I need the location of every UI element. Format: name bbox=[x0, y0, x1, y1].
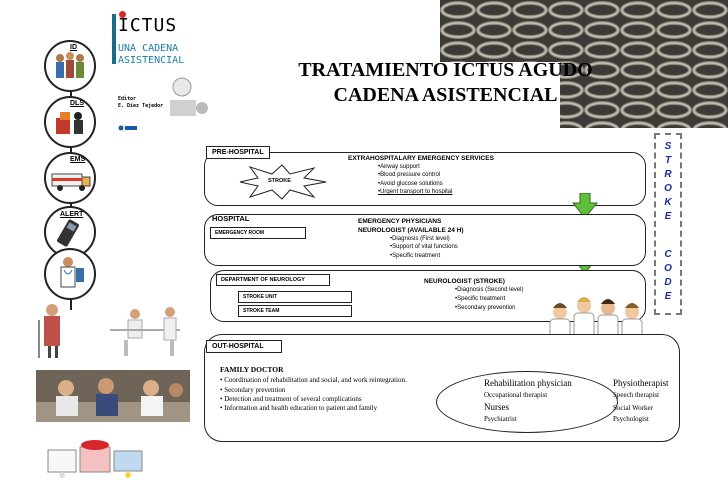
book-accent-bar bbox=[112, 14, 116, 64]
publisher-logo bbox=[118, 125, 137, 131]
pre-hospital-bullet: •Blood pressure control bbox=[378, 172, 441, 178]
pre-hospital-bullet: •Airway support bbox=[378, 164, 420, 170]
hospital-bullet: •Support of vital functions bbox=[390, 244, 458, 250]
book-editor-label: Editor bbox=[118, 96, 137, 102]
code-letter: C bbox=[664, 249, 672, 260]
family-doctor-bullet: • Coordination of rehabilitation and soc… bbox=[220, 376, 407, 384]
rehab-team-ellipse bbox=[436, 371, 618, 433]
book-subtitle-1: UNA CADENA bbox=[118, 43, 179, 54]
hospital-heading-2: NEUROLOGIST (AVAILABLE 24 H) bbox=[358, 227, 464, 234]
family-doctor-heading: FAMILY DOCTOR bbox=[220, 365, 284, 374]
team-member-left: Occupational therapist bbox=[484, 391, 548, 399]
code-letter: D bbox=[664, 277, 672, 288]
stroke-unit-label: STROKE UNIT bbox=[238, 291, 352, 303]
title-line-1: TRATAMIENTO ICTUS AGUDO bbox=[298, 59, 593, 81]
chain-circle-doctor bbox=[44, 248, 96, 300]
phone-icon bbox=[57, 219, 79, 247]
chain-photo bbox=[440, 0, 728, 128]
team-member-right: Speech therapist bbox=[613, 391, 660, 399]
flow-arrow-1 bbox=[572, 193, 598, 219]
people-icon bbox=[56, 52, 84, 78]
chain-label-ems: EMS bbox=[70, 156, 86, 163]
neurology-bullet: •Specific treatment bbox=[455, 296, 506, 302]
ambulance-icon bbox=[51, 173, 91, 191]
pre-hospital-heading: EXTRAHOSPITALARY EMERGENCY SERVICES bbox=[348, 155, 494, 162]
hospital-bullet: •Diagnosis (First level) bbox=[390, 236, 450, 242]
pre-hospital-bullet: •Avoid glucose solutions bbox=[378, 181, 443, 187]
emergency-room-label: EMERGENCY ROOM bbox=[210, 227, 306, 239]
team-member-left: Rehabilitation physician bbox=[484, 378, 572, 388]
team-member-right: Social Worker bbox=[613, 404, 653, 412]
neurology-heading: NEUROLOGIST (STROKE) bbox=[424, 278, 505, 285]
page-title: TRATAMIENTO ICTUS AGUDO CADENA ASISTENCI… bbox=[238, 58, 653, 108]
book-cover: ICTUS UNA CADENA ASISTENCIAL Editor E. D… bbox=[112, 0, 220, 142]
chain-label-alert: ALERT bbox=[60, 211, 84, 218]
code-letter: R bbox=[664, 169, 672, 180]
hospital-heading-1: EMERGENCY PHYSICIANS bbox=[358, 218, 442, 225]
team-member-right: Psychologist bbox=[613, 415, 649, 423]
code-letter: S bbox=[664, 141, 672, 152]
code-letter: T bbox=[664, 155, 672, 166]
stroke-star-icon bbox=[239, 164, 327, 200]
title-line-2: CADENA ASISTENCIAL bbox=[333, 84, 558, 106]
medication-image bbox=[40, 425, 150, 480]
team-member-right: Physiotherapist bbox=[613, 378, 669, 388]
neurology-label: DEPARTMENT OF NEUROLOGY bbox=[216, 274, 330, 286]
book-title-dot bbox=[119, 11, 126, 18]
chain-circle-id bbox=[44, 40, 96, 92]
pre-hospital-label: PRE-HOSPITAL bbox=[206, 146, 270, 159]
pre-hospital-bullet: •Urgent transport to hospital bbox=[378, 189, 453, 195]
book-cover-illustration bbox=[170, 77, 208, 116]
hospital-box bbox=[204, 214, 646, 266]
hospital-label: HOSPITAL bbox=[212, 214, 250, 223]
stroke-star-label: STROKE bbox=[268, 178, 291, 184]
stroke-team-label: STROKE TEAM bbox=[238, 305, 352, 317]
code-letter: O bbox=[664, 183, 672, 194]
family-doctor-bullet: • Secondary prevention bbox=[220, 386, 286, 394]
neurology-bullet: •Diagnosis (Second level) bbox=[455, 287, 524, 293]
hospital-bullet: •Specific treatment bbox=[390, 253, 441, 259]
team-member-left: Nurses bbox=[484, 402, 509, 412]
chain-circle-dls bbox=[44, 96, 96, 148]
first-aid-icon bbox=[56, 112, 83, 134]
book-editor-name: E. Díez Tejedor bbox=[118, 103, 164, 109]
family-doctor-bullet: • Information and health education to pa… bbox=[220, 404, 378, 412]
code-letter: E bbox=[664, 291, 672, 302]
code-letter: E bbox=[664, 211, 672, 222]
code-letter: K bbox=[664, 197, 672, 208]
book-title: ICTUS bbox=[118, 15, 178, 36]
doctor-icon bbox=[60, 257, 84, 288]
family-doctor-bullet: • Detection and treatment of several com… bbox=[220, 395, 362, 403]
chain-circle-ems bbox=[44, 152, 96, 204]
code-letter: O bbox=[664, 263, 672, 274]
chain-label-id: ID bbox=[70, 44, 77, 51]
stroke-code-column: S T R O K E C O D E bbox=[654, 133, 682, 315]
chain-label-dls: DLS bbox=[70, 100, 84, 107]
team-member-left: Psychiatrist bbox=[484, 415, 517, 423]
rehab-figures-image bbox=[30, 300, 190, 360]
neurology-bullet: •Secondary prevention bbox=[455, 305, 516, 311]
out-hospital-label: OUT-HOSPITAL bbox=[206, 340, 282, 353]
therapy-session-photo bbox=[36, 370, 190, 422]
book-subtitle-2: ASISTENCIAL bbox=[118, 55, 185, 66]
